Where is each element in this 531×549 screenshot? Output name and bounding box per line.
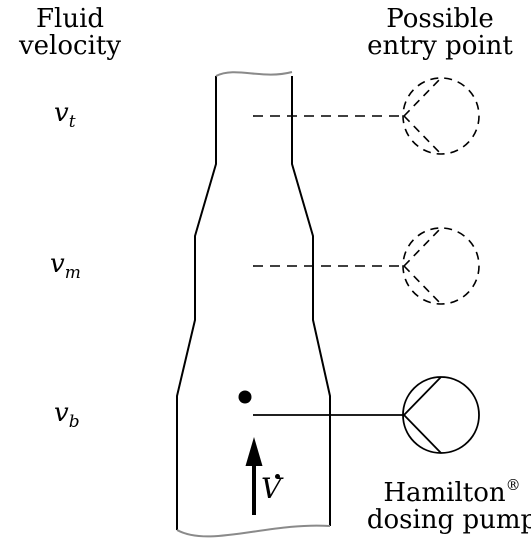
flow-rate-dot (275, 474, 280, 479)
column-top-break (215, 71, 293, 77)
flow-arrow (245, 437, 263, 515)
column-left-wall (176, 76, 217, 530)
velocity-label-top: vt (54, 98, 76, 132)
entry-header-line2: entry point (367, 31, 513, 62)
entry-point-header: Possible entry point (367, 4, 513, 62)
velocity-subscript-middle: m (64, 263, 81, 283)
pump-caption-line2: dosing pump (366, 505, 531, 536)
hamilton-pump-symbol (402, 376, 480, 454)
velocity-label-middle: vm (50, 249, 81, 283)
fluid-header-line2: velocity (18, 31, 122, 62)
pump-brand: Hamilton (383, 478, 506, 508)
column-right-wall (291, 76, 331, 526)
velocity-label-bottom: vb (54, 398, 80, 432)
fluid-header-line1: Fluid (35, 4, 105, 34)
fluid-velocity-header: Fluid velocity (18, 4, 122, 62)
pump-symbol-top-dashed (402, 77, 480, 155)
velocity-symbol-middle: v (50, 249, 65, 279)
registered-mark: ® (505, 476, 521, 494)
flow-rate-letter: V (261, 472, 282, 505)
pump-caption-line1: Hamilton® (367, 476, 531, 508)
pump-caption: Hamilton® dosing pump (366, 476, 531, 536)
entry-header-line1: Possible (386, 4, 494, 34)
column-bottom-break (176, 524, 331, 538)
velocity-symbol-top: v (54, 98, 69, 128)
velocity-subscript-bottom: b (68, 412, 80, 432)
flow-rate-symbol: V (261, 474, 281, 503)
velocity-subscript-top: t (68, 112, 76, 132)
injection-point-dot (238, 390, 252, 404)
pump-symbol-middle-dashed (402, 227, 480, 305)
velocity-symbol-bottom: v (54, 398, 69, 428)
